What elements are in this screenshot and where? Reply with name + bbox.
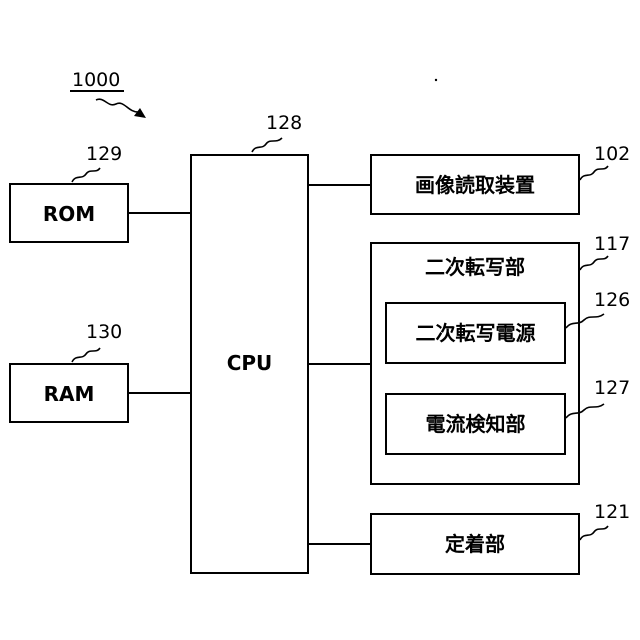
- current-detector-label: 電流検知部: [426, 412, 526, 436]
- rom-ref: 129: [86, 143, 122, 165]
- image-reader-ref-leader: [580, 166, 608, 180]
- cpu-block: CPU 128: [191, 112, 308, 573]
- cpu-ref: 128: [266, 112, 302, 134]
- secondary-transfer-ref: 117: [594, 233, 630, 255]
- power-supply-label: 二次転写電源: [416, 321, 536, 345]
- ram-label: RAM: [44, 382, 95, 406]
- current-detector-ref: 127: [594, 377, 630, 399]
- figure-squiggle: [96, 99, 138, 112]
- figure-number-group: 1000: [70, 69, 146, 118]
- figure-number: 1000: [72, 69, 120, 91]
- rom-ref-leader: [72, 168, 100, 182]
- fixing-unit-label: 定着部: [445, 532, 505, 556]
- stray-dot: [435, 79, 437, 81]
- ram-ref: 130: [86, 321, 122, 343]
- image-reader-block: 画像読取装置 102: [371, 143, 630, 214]
- power-supply-ref: 126: [594, 289, 630, 311]
- image-reader-label: 画像読取装置: [415, 173, 535, 197]
- rom-label: ROM: [43, 202, 95, 226]
- ram-ref-leader: [72, 348, 100, 362]
- cpu-ref-leader: [252, 138, 282, 152]
- secondary-transfer-block: 二次転写部 117 二次転写電源 126 電流検知部 127: [371, 233, 630, 484]
- fixing-unit-ref: 121: [594, 501, 630, 523]
- ram-block: RAM 130: [10, 321, 128, 422]
- fixing-unit-block: 定着部 121: [371, 501, 630, 574]
- fixing-unit-ref-leader: [580, 526, 608, 540]
- cpu-label: CPU: [227, 351, 273, 375]
- figure-arrowhead: [134, 108, 146, 118]
- secondary-transfer-label: 二次転写部: [425, 255, 525, 279]
- secondary-transfer-ref-leader: [580, 256, 608, 270]
- image-reader-ref: 102: [594, 143, 630, 165]
- rom-block: ROM 129: [10, 143, 128, 242]
